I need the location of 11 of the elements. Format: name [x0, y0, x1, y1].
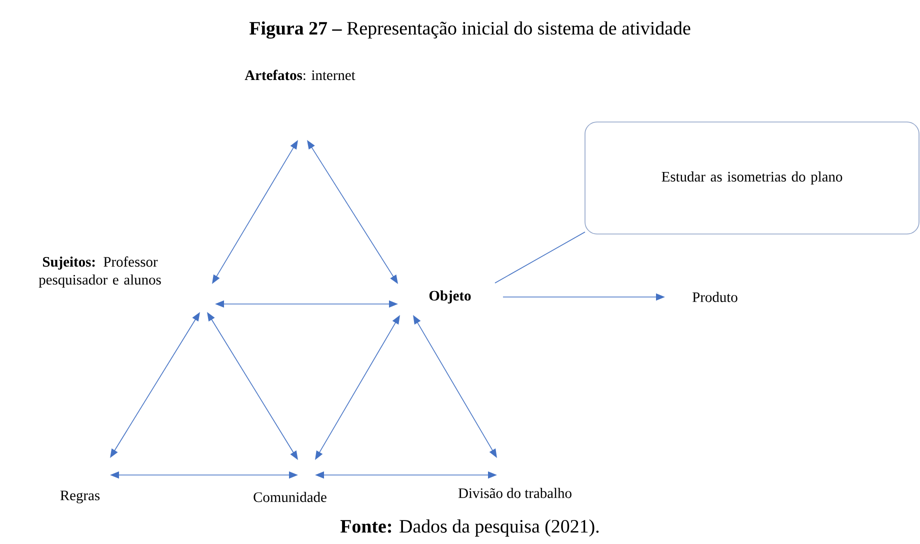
label-text: Regras: [60, 490, 100, 504]
title: Figura 27 – Representação inicial do sistema de atividade: [250, 21, 690, 39]
label-text: Divisão do trabalho: [458, 488, 572, 498]
label-text: Comunidade: [254, 492, 326, 502]
callout-box: Estudar as isometrias do plano: [584, 122, 920, 234]
label-text: Produto: [692, 292, 738, 302]
leader-line: [494, 232, 586, 284]
label-text: Sujeitos: Professor pesquisador e alunos: [38, 256, 161, 288]
label-text: Objeto: [429, 290, 471, 304]
label-text: Artefatos: internet: [244, 70, 356, 80]
caption: Fonte: Dados da pesquisa (2021).: [340, 519, 599, 537]
